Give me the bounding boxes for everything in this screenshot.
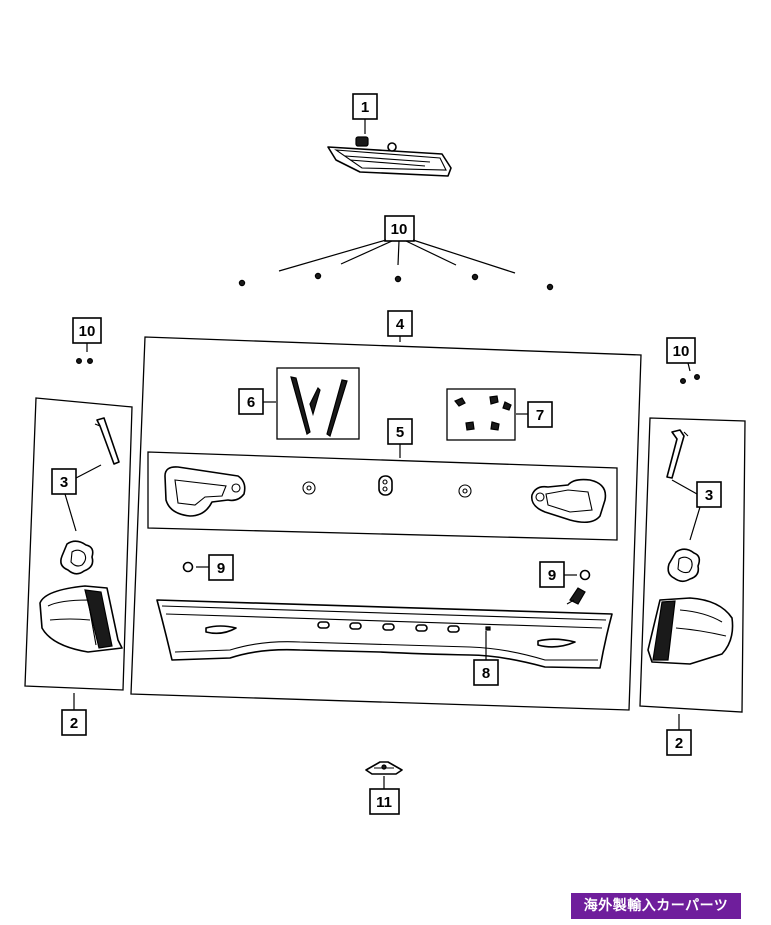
part-7-clips [446, 388, 516, 441]
svg-text:7: 7 [536, 407, 544, 424]
svg-text:9: 9 [548, 567, 556, 584]
part-2-left-tail-lamp [39, 585, 123, 653]
svg-text:9: 9 [217, 560, 225, 577]
svg-text:4: 4 [396, 316, 405, 333]
callout-4: 4 [387, 310, 413, 342]
svg-text:6: 6 [247, 394, 255, 411]
callout-9-left: 9 [182, 554, 234, 581]
callout-11: 11 [369, 776, 400, 815]
callout-10-right: 10 [666, 337, 700, 385]
svg-text:11: 11 [376, 794, 392, 811]
part-11-license-lamp [365, 761, 403, 775]
callout-6: 6 [238, 388, 276, 415]
svg-text:2: 2 [675, 735, 683, 752]
callout-2-left: 2 [61, 693, 87, 736]
callout-8: 8 [473, 631, 499, 686]
svg-text:5: 5 [396, 424, 404, 441]
part-10-top-clips [238, 272, 554, 291]
svg-text:10: 10 [673, 343, 690, 360]
svg-text:10: 10 [79, 323, 96, 340]
callout-7: 7 [516, 401, 553, 428]
svg-text:2: 2 [70, 715, 78, 732]
part-8-applique [156, 587, 613, 669]
svg-text:10: 10 [391, 221, 408, 238]
callout-10-top: 10 [278, 215, 516, 274]
callout-2-right: 2 [666, 714, 692, 756]
assembly-4-frame [130, 336, 642, 711]
callout-9-right: 9 [539, 561, 591, 588]
callout-3-right: 3 [671, 479, 722, 541]
left-lamp-frame [24, 397, 133, 691]
svg-text:1: 1 [361, 99, 369, 116]
callout-1: 1 [352, 93, 378, 134]
part-5-panel [147, 451, 618, 541]
part-6-emblem [276, 367, 360, 440]
svg-text:3: 3 [60, 474, 68, 491]
callout-5: 5 [387, 418, 413, 458]
svg-text:8: 8 [482, 665, 490, 682]
callout-10-left: 10 [72, 317, 102, 365]
part-3-right-bracket [666, 429, 701, 583]
right-lamp-frame [639, 417, 746, 713]
watermark-badge: 海外製輸入カーパーツ [571, 893, 741, 919]
part-2-right-tail-lamp [647, 597, 734, 665]
part-1-center-lamp [327, 136, 452, 177]
svg-text:3: 3 [705, 487, 713, 504]
part-3-left-bracket [60, 417, 120, 575]
callout-3-left: 3 [51, 464, 102, 532]
